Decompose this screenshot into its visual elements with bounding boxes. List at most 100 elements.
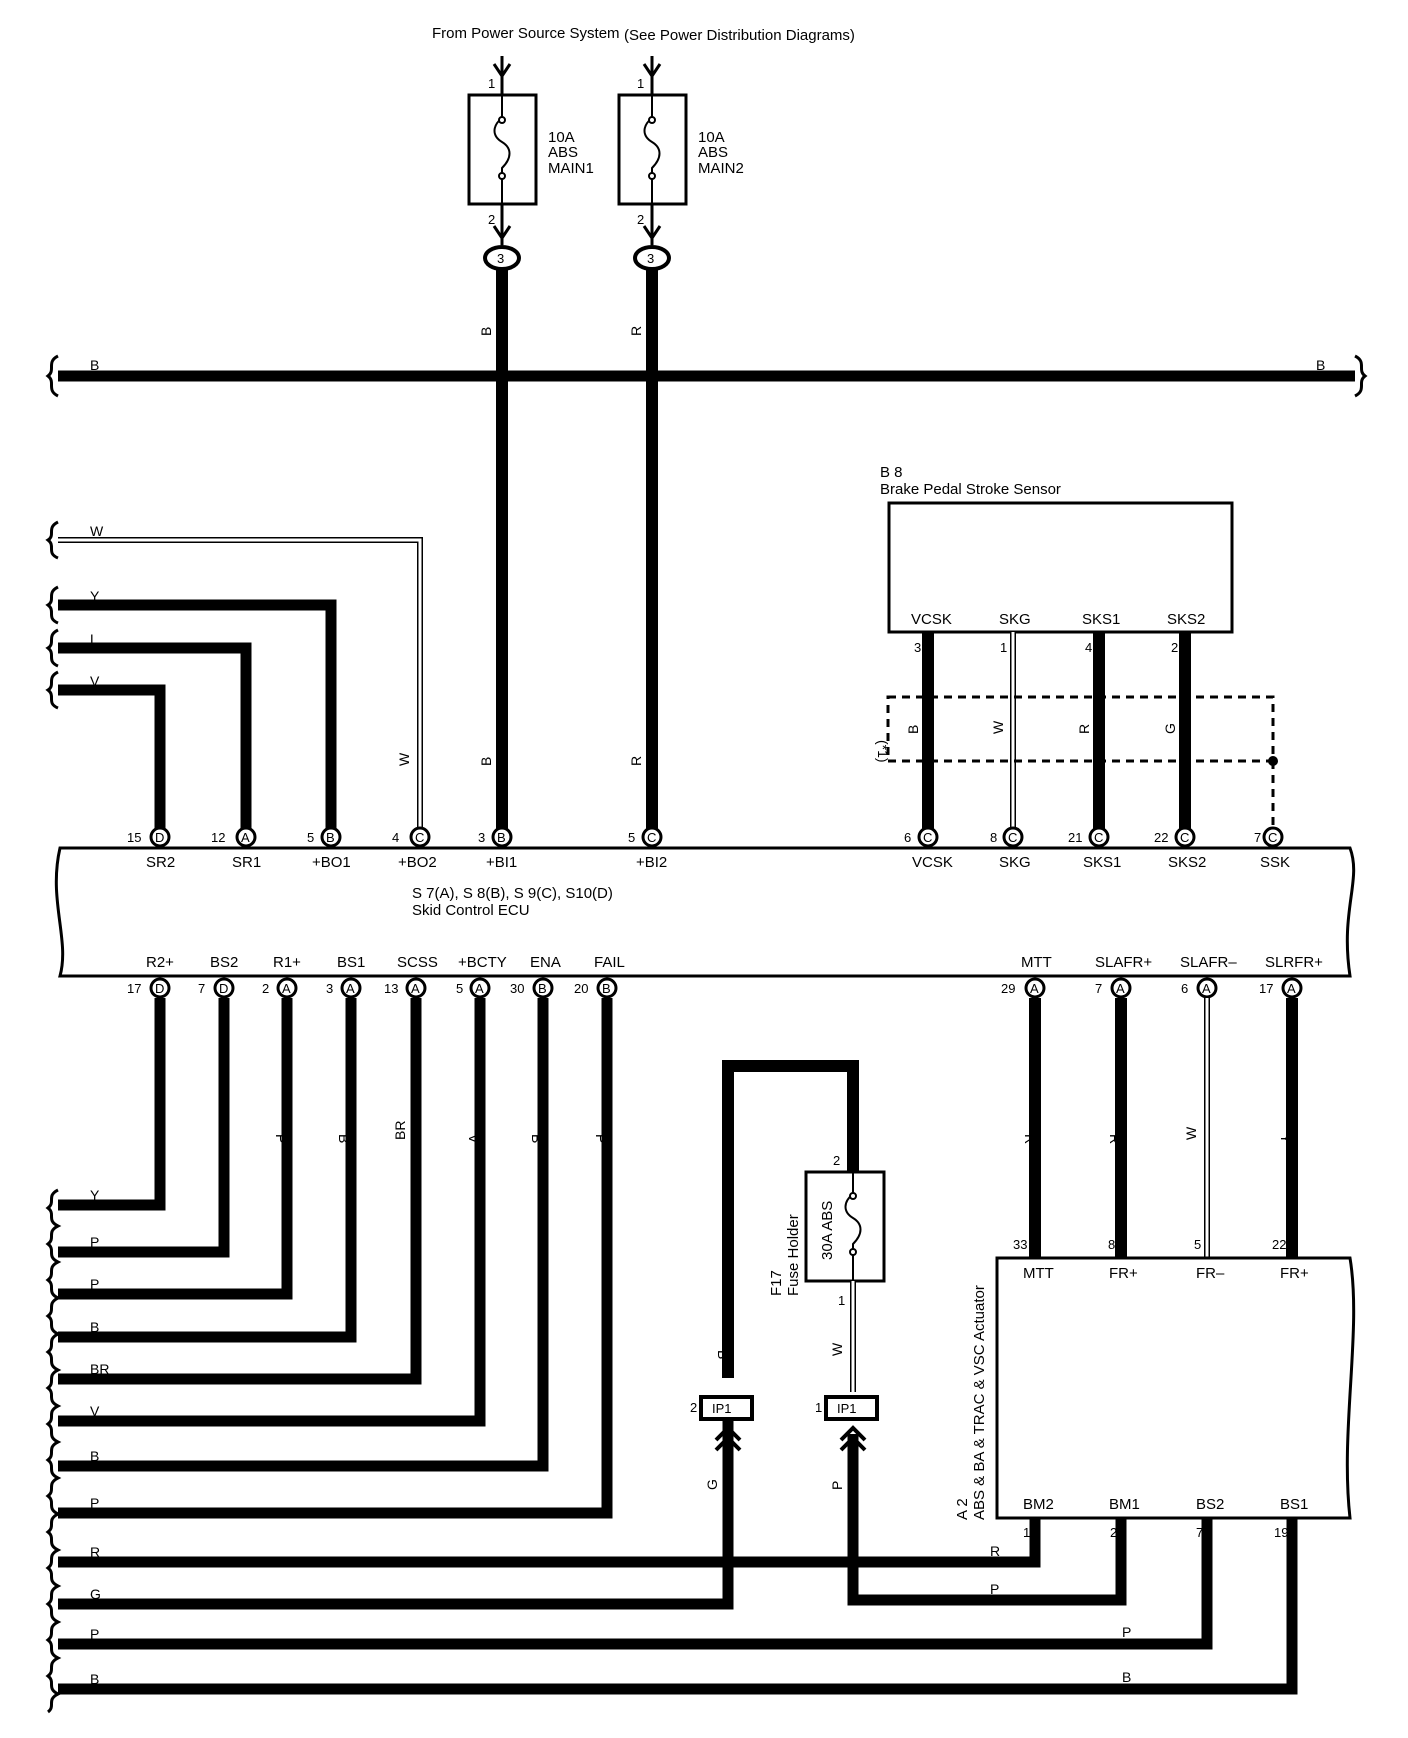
sensor-name: Brake Pedal Stroke Sensor <box>880 481 1061 498</box>
svg-text:7: 7 <box>1095 981 1102 996</box>
wire-bi2-color: R <box>628 756 644 766</box>
actuator-pin-bs2: 7 <box>1196 1525 1203 1540</box>
actuator-wire-bm2: R <box>990 1543 1000 1559</box>
svg-text:5: 5 <box>456 981 463 996</box>
svg-text:IP1: IP1 <box>837 1401 857 1416</box>
svg-text:A: A <box>241 830 250 845</box>
fuse2-amp: 10A <box>698 129 725 146</box>
svg-text:SR2: SR2 <box>146 854 175 871</box>
svg-text:B: B <box>602 981 611 996</box>
sensor-term-skg: SKG <box>999 611 1031 628</box>
fuse2-junction: 3 <box>647 251 654 266</box>
svg-text:BS1: BS1 <box>337 954 365 971</box>
svg-text:BS2: BS2 <box>210 954 238 971</box>
ecu-pin-slafr-plus: SLAFR+ 7 A <box>1095 954 1152 999</box>
svg-text:+BO1: +BO1 <box>312 854 351 871</box>
svg-text:ENA: ENA <box>530 954 561 971</box>
svg-text:A: A <box>1202 981 1211 996</box>
sensor-pin-sks2: 2 <box>1171 640 1178 655</box>
actuator-term-bs2: BS2 <box>1196 1496 1224 1513</box>
actuator-pin-bs1: 19 <box>1274 1525 1288 1540</box>
svg-text:+BI1: +BI1 <box>486 854 517 871</box>
ecu-pin-vcsk: 6 C VCSK <box>904 826 953 871</box>
ecu-pin-scss: SCSS 13 A <box>384 954 438 999</box>
actuator-term-bm1: BM1 <box>1109 1496 1140 1513</box>
actuator-name: ABS & BA & TRAC & VSC Actuator <box>971 1285 988 1520</box>
svg-text:C: C <box>923 830 932 845</box>
fuse1-pin-in: 1 <box>488 76 495 91</box>
ecu-pin-bs1: BS1 3 A <box>326 954 365 999</box>
left-lower-wire-7: B <box>90 1448 99 1464</box>
ecu-bottom-pins: R2+ 17 D BS2 7 D R1+ 2 A BS1 3 A SCSS 13 <box>127 954 1323 999</box>
fuse1-line2: ABS <box>548 144 578 161</box>
svg-text:C: C <box>1180 830 1189 845</box>
fuse1-pin-out: 2 <box>488 212 495 227</box>
fuse2-pin-out: 2 <box>637 212 644 227</box>
ecu-pin-fail: FAIL 20 B <box>574 954 625 999</box>
left-lower-wire-6: V <box>90 1403 100 1419</box>
svg-text:A: A <box>282 981 291 996</box>
fuse-abs-main1: 1 10A ABS MAIN1 2 3 B <box>467 56 594 336</box>
sensor-wire-vcsk: B <box>905 725 921 734</box>
actuator-pin-mtt: 33 <box>1013 1237 1027 1252</box>
sensor-pin-skg: 1 <box>1000 640 1007 655</box>
svg-text:13: 13 <box>384 981 398 996</box>
ecu-pin-r1: R1+ 2 A <box>262 954 301 999</box>
svg-text:SSK: SSK <box>1260 854 1290 871</box>
actuator-pin-bm2: 1 <box>1023 1525 1030 1540</box>
fuse2-pin-in: 1 <box>637 76 644 91</box>
svg-text:C: C <box>415 830 424 845</box>
fuse1-line3: MAIN1 <box>548 160 594 177</box>
wire-slafrp-color: R <box>1107 1134 1123 1144</box>
svg-text:7: 7 <box>1254 830 1261 845</box>
wire-bo2-color: W <box>396 752 412 766</box>
actuator-term-bs1: BS1 <box>1280 1496 1308 1513</box>
bus-b: B B <box>45 354 1368 398</box>
svg-text:SLAFR–: SLAFR– <box>1180 954 1237 971</box>
svg-text:6: 6 <box>904 830 911 845</box>
fuse1-amp: 10A <box>548 129 575 146</box>
svg-text:5: 5 <box>307 830 314 845</box>
left-wire-y-color: Y <box>90 588 100 604</box>
sensor-wire-skg: W <box>990 720 1006 734</box>
actuator-a2: R R W Y 33 8 5 22 MTT FR+ FR– FR+ BM2 BM… <box>954 998 1356 1685</box>
ecu-top-pins: 15 D SR2 12 A SR1 5 B +BO1 4 C +BO2 3 B … <box>127 826 1290 871</box>
sensor-pin-vcsk: 3 <box>914 640 921 655</box>
wire-fail-color: P <box>593 1134 609 1143</box>
svg-text:A: A <box>1030 981 1039 996</box>
connector-ip1-1: 1 IP1 P <box>815 1395 1127 1606</box>
wire-slafrm-color: W <box>1183 1126 1199 1140</box>
ip1-2-wire-down: G <box>704 1479 720 1490</box>
svg-text:R2+: R2+ <box>146 954 174 971</box>
svg-text:15: 15 <box>127 830 141 845</box>
svg-text:SLAFR+: SLAFR+ <box>1095 954 1152 971</box>
svg-text:B: B <box>538 981 547 996</box>
left-lower-wire-11: P <box>90 1626 99 1642</box>
svg-text:A: A <box>411 981 420 996</box>
actuator-wire-bm1: P <box>990 1581 999 1597</box>
actuator-term-fr2: FR+ <box>1280 1265 1309 1282</box>
fuse-abs-main2: 1 10A ABS MAIN2 2 3 R <box>617 56 744 336</box>
ecu-pin-ssk: 7 C SSK <box>1254 826 1290 871</box>
source-text: From Power Source System <box>432 25 620 42</box>
actuator-pin-fr1: 8 <box>1108 1237 1115 1252</box>
ecu-pin-sks2: 22 C SKS2 <box>1154 826 1206 871</box>
skid-control-ecu: S 7(A), S 8(B), S 9(C), S10(D) Skid Cont… <box>54 846 1356 978</box>
actuator-code: A 2 <box>954 1498 971 1520</box>
svg-text:B: B <box>326 830 335 845</box>
svg-text:A: A <box>1116 981 1125 996</box>
svg-text:A: A <box>346 981 355 996</box>
left-lower-wire-2: P <box>90 1234 99 1250</box>
left-wire-v-color: V <box>90 673 100 689</box>
left-lower-wire-1: Y <box>90 1187 100 1203</box>
f17-code: F17 <box>768 1270 785 1296</box>
svg-text:FAIL: FAIL <box>594 954 625 971</box>
actuator-term-frm: FR– <box>1196 1265 1225 1282</box>
svg-text:3: 3 <box>326 981 333 996</box>
ecu-pin-bo1: 5 B +BO1 <box>307 826 351 871</box>
svg-text:21: 21 <box>1068 830 1082 845</box>
ecu-pin-sr2: 15 D SR2 <box>127 826 175 871</box>
ecu-pin-sr1: 12 A SR1 <box>211 826 261 871</box>
left-upper-wires: W W Y L V <box>45 520 423 830</box>
